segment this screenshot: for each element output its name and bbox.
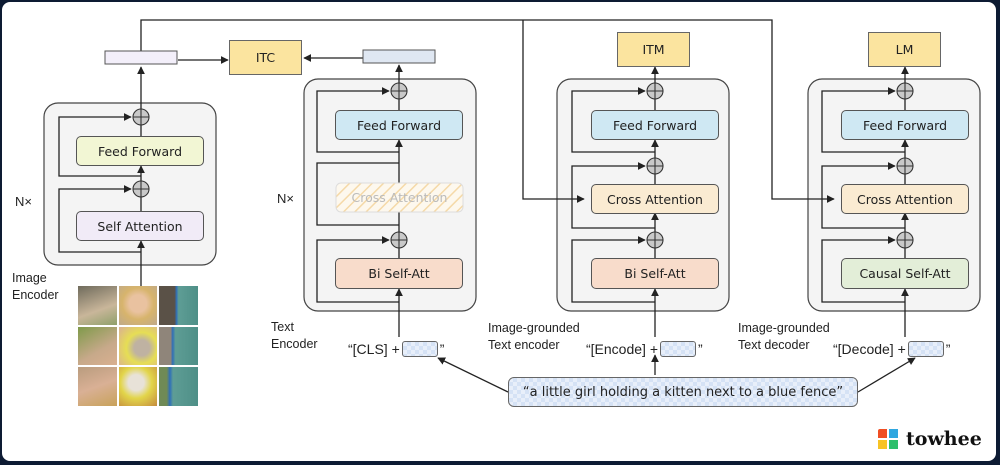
text-encoder-repeat-label: N×: [277, 191, 294, 206]
itm-feed-forward-block: Feed Forward: [591, 110, 719, 140]
add-icon: [132, 108, 150, 126]
image-patch: [78, 286, 117, 325]
add-icon: [390, 82, 408, 100]
image-patch: [159, 326, 198, 366]
image-patch: [118, 367, 158, 406]
encode-prefix: “[Encode] +: [586, 341, 658, 357]
itc-head: ITC: [229, 40, 302, 75]
add-icon: [896, 157, 914, 175]
towhee-brand: towhee: [878, 428, 982, 450]
disabled-cross-attention-bg: [335, 182, 464, 213]
decode-prefix: “[Decode] +: [833, 341, 906, 357]
image-patch: [159, 367, 198, 406]
lm-head: LM: [868, 32, 941, 67]
caption-text-box: “a little girl holding a kitten next to …: [508, 377, 858, 407]
itm-cross-attention-block: Cross Attention: [591, 184, 719, 214]
towhee-logo-icon: [878, 429, 898, 449]
itm-head: ITM: [617, 32, 690, 67]
add-icon: [896, 82, 914, 100]
text-token-placeholder: [401, 341, 438, 357]
image-patch: [78, 326, 117, 366]
cls-prefix: “[CLS] +: [348, 341, 400, 357]
image-feed-forward-block: Feed Forward: [76, 136, 204, 166]
add-icon: [646, 231, 664, 249]
image-patch: [78, 367, 117, 406]
image-encoder-label: Image Encoder: [12, 271, 59, 302]
text-feed-forward-block: Feed Forward: [335, 110, 463, 140]
encode-token-input: “[Encode] + ”: [586, 341, 703, 357]
decode-token-input: “[Decode] + ”: [833, 341, 950, 357]
cls-suffix: ”: [439, 341, 445, 357]
text-token-placeholder: [907, 341, 944, 357]
brand-name: towhee: [906, 428, 982, 450]
add-icon: [646, 157, 664, 175]
cls-token-input: “[CLS] + ”: [348, 341, 444, 357]
lm-decoder-label: Image-grounded Text decoder: [738, 321, 830, 352]
image-encoder-repeat-label: N×: [15, 194, 32, 209]
residual-add-icons: [132, 82, 914, 249]
image-patch: [118, 326, 158, 366]
image-patch: [118, 286, 158, 325]
decode-suffix: ”: [945, 341, 951, 357]
input-image-patches: [78, 286, 198, 406]
add-icon: [132, 180, 150, 198]
text-token-placeholder: [660, 341, 696, 357]
encode-suffix: ”: [698, 341, 703, 357]
add-icon: [390, 231, 408, 249]
image-self-attention-block: Self Attention: [76, 211, 204, 241]
text-embedding-bar: [362, 49, 436, 64]
itm-bi-self-att-block: Bi Self-Att: [591, 258, 719, 289]
lm-causal-self-att-block: Causal Self-Att: [841, 258, 969, 289]
itm-encoder-label: Image-grounded Text encoder: [488, 321, 580, 352]
add-icon: [646, 82, 664, 100]
image-embedding-bar: [104, 50, 178, 65]
image-patch: [159, 286, 198, 325]
text-encoder-label: Text Encoder: [271, 320, 318, 351]
lm-cross-attention-block: Cross Attention: [841, 184, 969, 214]
text-bi-self-att-block: Bi Self-Att: [335, 258, 463, 289]
text-cross-attention-block-disabled: Cross Attention: [351, 190, 448, 205]
add-icon: [896, 231, 914, 249]
lm-feed-forward-block: Feed Forward: [841, 110, 969, 140]
